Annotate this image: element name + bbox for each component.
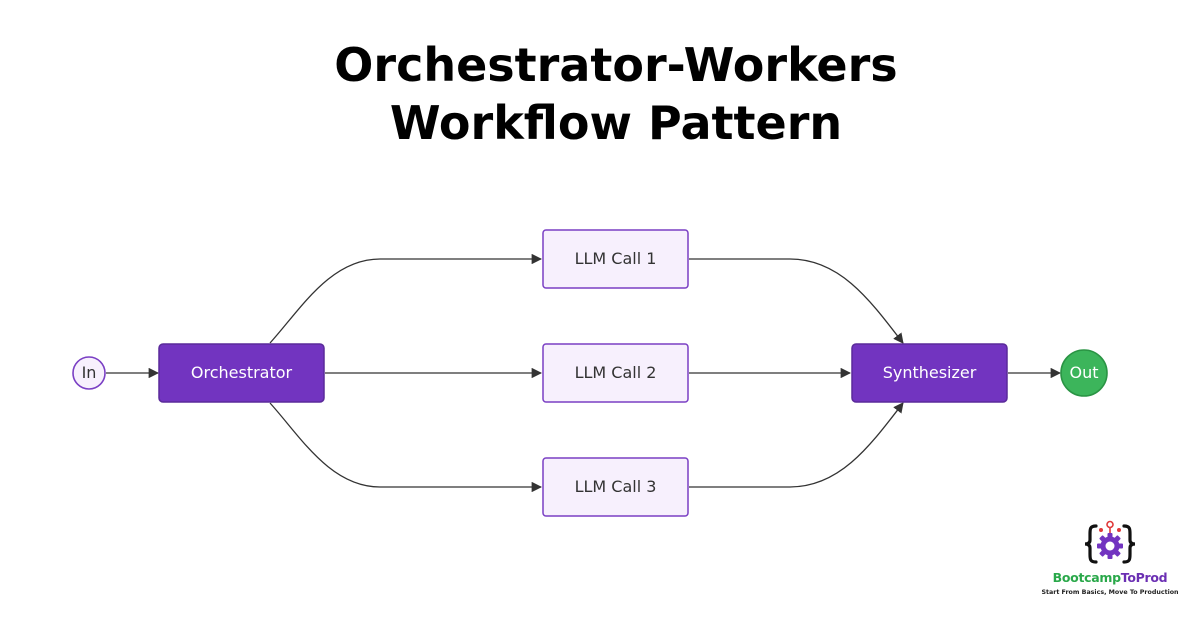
node-orchestrator: Orchestrator (158, 343, 325, 403)
edge-llm-call-1-to-synthesizer (689, 258, 904, 344)
node-in-label: In (82, 363, 97, 382)
node-llm-call-3-label: LLM Call 3 (575, 477, 657, 496)
logo-brand-name: BootcampToProd (1040, 570, 1180, 585)
edges (106, 253, 1062, 493)
node-llm-call-2: LLM Call 2 (542, 343, 689, 403)
gear-braces-icon (1084, 520, 1136, 564)
logo-name-part-1: Bootcamp (1052, 570, 1121, 585)
bootcamptoprod-logo: BootcampToProd Start From Basics, Move T… (1040, 520, 1180, 600)
logo-name-part-3: Prod (1135, 570, 1168, 585)
node-out-label: Out (1069, 363, 1098, 382)
node-llm-call-1: LLM Call 1 (542, 229, 689, 289)
diagram-title: Orchestrator-Workers Workflow Pattern (0, 36, 1200, 152)
node-synthesizer: Synthesizer (851, 343, 1008, 403)
logo-name-part-2: To (1120, 570, 1136, 585)
node-out: Out (1060, 349, 1108, 397)
logo-tagline: Start From Basics, Move To Production (1041, 589, 1179, 596)
edge-llm-call-3-to-synthesizer (689, 402, 904, 488)
edge-orchestrator-to-llm-call-1 (269, 253, 543, 344)
title-line-2: Workflow Pattern (389, 96, 843, 150)
node-llm-call-2-label: LLM Call 2 (575, 363, 657, 382)
node-llm-call-3: LLM Call 3 (542, 457, 689, 517)
edge-orchestrator-to-llm-call-3 (269, 402, 543, 493)
title-line-1: Orchestrator-Workers (334, 38, 898, 92)
node-in: In (72, 356, 106, 390)
node-synthesizer-label: Synthesizer (883, 363, 977, 382)
node-orchestrator-label: Orchestrator (191, 363, 293, 382)
node-llm-call-1-label: LLM Call 1 (575, 249, 657, 268)
